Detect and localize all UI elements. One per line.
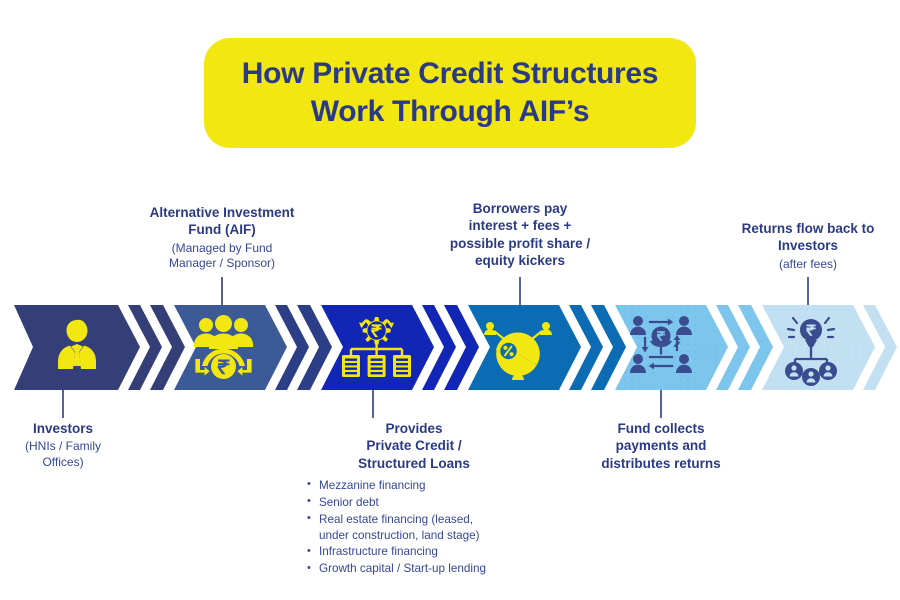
- label-stage-5-fund-collects: Fund collects payments and distributes r…: [571, 420, 751, 472]
- list-item: Senior debt: [305, 494, 539, 511]
- businessperson-icon: [58, 319, 96, 369]
- title-line-1: How Private Credit Structures: [241, 56, 659, 90]
- rupee-payout-to-investors-icon: [785, 316, 837, 386]
- pie-percent-stakeholders-icon: [484, 322, 552, 380]
- stage-4-borrowers-pay[interactable]: [468, 277, 581, 390]
- label-stage-2-aif: Alternative Investment Fund (AIF) (Manag…: [132, 204, 312, 272]
- stage-1-investors[interactable]: [14, 305, 140, 418]
- label-stage-3-main-b: Private Credit /: [366, 438, 462, 454]
- private-credit-bullet-list: Mezzanine financing Senior debt Real est…: [305, 477, 539, 577]
- label-stage-3-main-a: Provides: [385, 421, 443, 436]
- label-stage-2-sub-a: (Managed by Fund: [171, 240, 273, 255]
- label-stage-1-investors: Investors (HNIs / Family Offices): [0, 420, 126, 470]
- label-stage-5-main-a: Fund collects: [617, 421, 705, 436]
- label-stage-6-main-b: Investors: [777, 238, 839, 254]
- page-title: How Private Credit Structures Work Throu…: [228, 55, 672, 132]
- separator-chevron-3: [422, 305, 456, 390]
- list-item: Real estate financing (leased, under con…: [305, 511, 539, 544]
- bullet-text-2b: under construction, land stage): [319, 528, 480, 542]
- investor-group-rupee-icon: [194, 315, 253, 379]
- bullet-text-4: Growth capital / Start-up lending: [319, 562, 486, 576]
- label-stage-4-main-a: Borrowers pay: [472, 201, 568, 216]
- label-stage-6-returns-flow-back: Returns flow back to Investors (after fe…: [715, 220, 900, 272]
- stage-3-provides-private-credit[interactable]: [321, 305, 434, 418]
- stage-5-fund-collects[interactable]: [615, 305, 728, 418]
- stage-2-alternative-investment-fund[interactable]: [174, 277, 287, 390]
- separator-chevron-2: [275, 305, 309, 390]
- rupee-growth-network-icon: [630, 316, 692, 373]
- separator-chevron-4b: [591, 305, 626, 390]
- list-item: Infrastructure financing: [305, 544, 539, 560]
- title-line-2: Work Through AIF’s: [310, 95, 590, 128]
- separator-chevron-2b: [297, 305, 332, 390]
- separator-chevron-6: [863, 305, 897, 390]
- bullet-text-2a: Real estate financing (leased,: [319, 512, 473, 526]
- label-stage-4-main-b: interest + fees +: [468, 218, 572, 234]
- list-item: Growth capital / Start-up lending: [305, 561, 539, 577]
- separator-chevron-1b: [150, 305, 185, 390]
- label-stage-1-main: Investors: [32, 421, 94, 436]
- label-stage-1-sub-b: Offices): [42, 454, 84, 469]
- title-card: How Private Credit Structures Work Throu…: [204, 38, 696, 148]
- label-stage-4-main-d: equity kickers: [474, 252, 566, 268]
- list-item: Mezzanine financing: [305, 477, 539, 494]
- label-stage-3-main-c: Structured Loans: [358, 455, 470, 471]
- bullet-text-3: Infrastructure financing: [319, 545, 438, 559]
- separator-chevron-3b: [444, 305, 479, 390]
- separator-chevron-4: [569, 305, 603, 390]
- stage-6-returns-flow-back[interactable]: [762, 277, 875, 390]
- separator-chevron-5b: [738, 305, 773, 390]
- separator-chevron-5: [716, 305, 750, 390]
- label-stage-1-sub-a: (HNIs / Family: [25, 439, 101, 454]
- label-stage-2-main-b: Fund (AIF): [188, 222, 256, 238]
- label-stage-3-private-credit: Provides Private Credit / Structured Loa…: [289, 420, 539, 578]
- separator-chevron-1: [128, 305, 162, 390]
- label-stage-2-sub-b: Manager / Sponsor): [168, 256, 276, 271]
- label-stage-5-main-b: payments and: [615, 438, 707, 454]
- label-stage-6-sub: (after fees): [778, 256, 838, 271]
- label-stage-4-main-c: possible profit share /: [449, 235, 591, 251]
- label-stage-4-borrowers-pay: Borrowers pay interest + fees + possible…: [432, 200, 608, 269]
- bullet-text-0: Mezzanine financing: [319, 478, 426, 492]
- bullet-text-1: Senior debt: [319, 495, 379, 509]
- label-stage-2-main-a: Alternative Investment: [149, 205, 295, 220]
- label-stage-5-main-c: distributes returns: [601, 455, 721, 471]
- rupee-gear-distribution-icon: [342, 317, 411, 377]
- label-stage-6-main-a: Returns flow back to: [741, 221, 875, 236]
